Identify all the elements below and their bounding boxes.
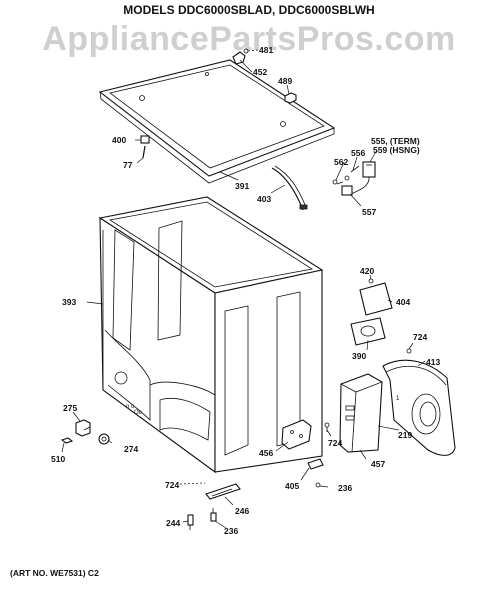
callout-274: 274 [124,444,138,454]
callout-236-right: 236 [338,483,352,493]
watermark: AppliancePartsPros.com [42,20,455,58]
screw-236-b [210,508,217,522]
callout-393: 393 [62,297,76,307]
terminal-block [332,161,376,196]
callout-556: 556 [351,148,365,158]
callout-246: 246 [235,506,249,516]
callout-420: 420 [360,266,374,276]
callout-405: 405 [285,481,299,491]
callout-457: 457 [371,459,385,469]
callout-724-bottom: 724 [165,480,179,490]
callout-219: 219 [398,430,412,440]
callout-labels: 481 452 489 400 77 391 403 555, (TERM) 5… [51,45,440,536]
callout-413: 413 [426,357,440,367]
callout-244: 244 [166,518,180,528]
top-clip-part [232,48,249,65]
heater-assembly-457 [339,373,383,453]
callout-489: 489 [278,76,292,86]
heater-cover-413: 1 [382,359,456,456]
callout-724-mid: 724 [328,438,342,448]
part-405 [307,458,324,470]
callout-510: 510 [51,454,65,464]
callout-77: 77 [123,160,133,170]
callout-275: 275 [63,403,77,413]
svg-text:o o: o o [126,404,135,410]
callout-390: 390 [352,351,366,361]
callout-404: 404 [396,297,410,307]
callout-391: 391 [235,181,249,191]
gasket-390 [350,317,386,346]
screw-236-a [315,482,321,488]
part-489 [284,92,297,104]
svg-text:Oc: Oc [134,410,142,416]
plate-404 [359,278,393,316]
callout-559: 559 (HSNG) [373,145,420,155]
wire-harness-403 [271,165,308,211]
leader-lines [61,49,426,529]
motor-mount-275 [75,419,91,437]
callout-555: 555, (TERM) [371,136,420,146]
callout-452: 452 [253,67,267,77]
art-number: (ART NO. WE7531) C2 [10,568,99,578]
cabinet: Oc o o [98,196,324,474]
callout-400: 400 [112,135,126,145]
top-panel [98,59,336,184]
screw-724-a [406,348,412,354]
svg-text:1: 1 [396,396,400,402]
bracket-456 [281,419,312,450]
callout-724-top: 724 [413,332,427,342]
callout-481: 481 [259,45,273,55]
callout-562: 562 [334,157,348,167]
callout-236-bottom: 236 [224,526,238,536]
part-510 [60,437,74,444]
part-274 [98,433,110,445]
part-400 [140,135,150,159]
callout-456: 456 [259,448,273,458]
callout-403: 403 [257,194,271,204]
callout-557: 557 [362,207,376,217]
part-244 [187,514,194,530]
screw-724-b [324,422,330,432]
diagram-title: MODELS DDC6000SBLAD, DDC6000SBLWH [123,3,374,17]
leveling-leg-246 [205,483,241,500]
